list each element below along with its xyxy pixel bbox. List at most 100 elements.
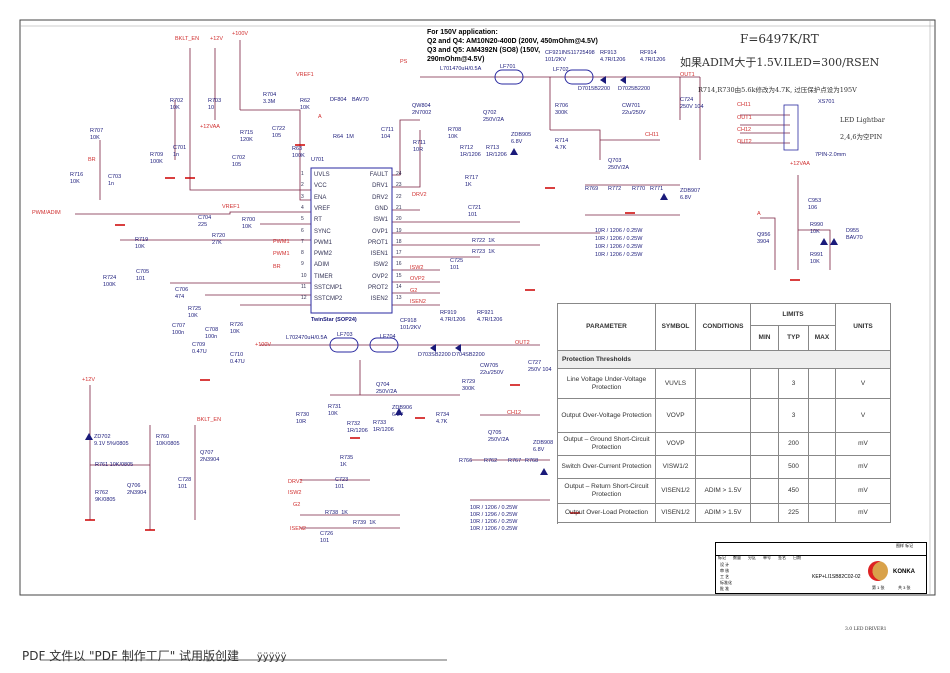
- component-label: R715 120K: [240, 130, 254, 143]
- component-label: R719 10K: [135, 237, 149, 250]
- table-cell-conditions: [696, 369, 751, 399]
- app150-line3: 290mOhm@4.5V): [427, 56, 485, 63]
- component-label: C709 0.47U: [192, 342, 207, 355]
- component-label: CW701 22u/250V: [622, 103, 646, 116]
- component-label: R64 1M: [333, 134, 354, 140]
- app150-title: For 150V application:: [427, 29, 498, 36]
- component-label: Q956 3904: [757, 232, 771, 245]
- component-label: R717 1K: [465, 175, 479, 188]
- component-label: R768: [525, 458, 539, 464]
- component-label: R712 1R/1206: [460, 145, 481, 158]
- component-label: C725 101: [450, 258, 464, 271]
- pin-number: 16: [396, 261, 402, 268]
- net-label: OUT1: [737, 115, 752, 121]
- pin-label: GND: [374, 205, 388, 212]
- component-label: R708 10K: [448, 127, 462, 140]
- pin-label: OVP1: [371, 228, 388, 235]
- sheet-total: 共 3 张: [898, 585, 911, 590]
- net-label: BKLT_EN: [175, 36, 200, 42]
- component-label: Q705 250V/2A: [488, 430, 510, 443]
- component-label: R709 100K: [150, 152, 164, 165]
- component-label: R772: [608, 186, 622, 192]
- net-label: CH11: [737, 102, 751, 108]
- component-label: R700 10K: [242, 217, 256, 230]
- component-label: C724 250V 104: [680, 97, 704, 110]
- table-cell-parameter: Output Over-Voltage Protection: [558, 399, 656, 433]
- component-label: R991 10K: [810, 252, 824, 265]
- table-cell-units: V: [836, 399, 891, 433]
- net-label: OVP2: [410, 276, 425, 282]
- net-label: OUT2: [737, 139, 752, 145]
- table-cell-min: [751, 504, 779, 523]
- net-label: +12VAA: [200, 124, 220, 130]
- pdf-footer: PDF 文件以 "PDF 制作工厂" 试用版创建 ÿÿÿÿÿ: [22, 647, 286, 664]
- title-row: 标准化: [720, 580, 732, 585]
- component-label: Q703 250V/2A: [608, 158, 630, 171]
- component-label: LF704: [380, 334, 396, 340]
- component-label: Q702 250V/2A: [483, 110, 505, 123]
- component-label: LF703: [337, 332, 353, 338]
- component-label: ZD702 9.1V 5%/0805: [94, 434, 129, 447]
- title-row: 审 核: [720, 568, 730, 573]
- frequency-note: F=6497K/RT: [740, 32, 819, 46]
- title-tag: 图样 标记: [896, 543, 914, 548]
- component-label: C705 101: [136, 269, 150, 282]
- component-label: R720 27K: [212, 233, 226, 246]
- footer-link[interactable]: ÿÿÿÿÿ: [256, 652, 287, 663]
- pin-number: 15: [396, 272, 402, 279]
- table-cell-conditions: ADIM > 1.5V: [696, 504, 751, 523]
- component-label: C711 104: [381, 127, 394, 140]
- net-label: +100V: [232, 31, 249, 37]
- component-label: R707 10K: [90, 128, 104, 141]
- header-typ: TYP: [779, 326, 809, 351]
- component-label: RF913 4.7R/1206: [600, 50, 626, 63]
- title-row: 工 艺: [720, 574, 730, 579]
- net-label: +100V: [255, 342, 272, 348]
- table-cell-max: [809, 369, 836, 399]
- component-label: R732 1R/1206: [347, 421, 368, 434]
- component-label: R733 1R/1206: [373, 420, 394, 433]
- component-label: R762: [484, 458, 498, 464]
- component-label: C722 105: [272, 126, 286, 139]
- pin-number: 21: [396, 204, 402, 211]
- pin-label: DRV1: [372, 183, 388, 190]
- component-label: ZDB905 6.8V: [511, 132, 532, 145]
- component-label: R704 3.3M: [263, 92, 277, 105]
- pin-number: 24: [396, 171, 402, 177]
- table-cell-typ: 450: [779, 479, 809, 504]
- table-cell-conditions: [696, 456, 751, 479]
- table-cell-min: [751, 369, 779, 399]
- component-label: C710 0.47U: [230, 352, 245, 365]
- component-label: R724 100K: [103, 275, 117, 288]
- table-cell-max: [809, 433, 836, 456]
- net-label: DRV2: [412, 192, 427, 198]
- component-label: R726 10K: [230, 322, 244, 335]
- net-label: A: [757, 211, 761, 217]
- title-row: 设 计: [720, 562, 730, 567]
- net-label: CH11: [645, 132, 659, 138]
- table-cell-parameter: Output Over-Load Protection: [558, 504, 656, 523]
- component-label: C721 101: [468, 205, 482, 218]
- iled-note: 如果ADIM大于1.5V.ILED=300/RSEN: [680, 56, 880, 69]
- net-label: VREF1: [296, 72, 314, 78]
- pin-label: ISW1: [373, 217, 388, 224]
- pin-label: SSTCMP1: [314, 285, 343, 291]
- net-label: PS: [400, 59, 408, 65]
- net-label: A: [318, 114, 322, 120]
- table-cell-min: [751, 433, 779, 456]
- component-label: R761 10K/0805: [95, 462, 134, 468]
- component-label: R766: [459, 458, 473, 464]
- pin-number: 6: [301, 227, 304, 234]
- title-head: 签名: [778, 555, 786, 560]
- component-label: CF921INS11725498 101/2KV: [545, 50, 595, 63]
- title-head: 单号: [763, 555, 771, 560]
- table-cell-max: [809, 479, 836, 504]
- component-label: C723 101: [335, 477, 349, 490]
- net-label: OUT2: [515, 340, 530, 346]
- table-cell-parameter: Output – Return Short-Circuit Protection: [558, 479, 656, 504]
- pin-number: 4: [301, 204, 304, 211]
- component-label: 10R / 1206 / 0.25W: [595, 244, 643, 250]
- component-label: C703 1n: [108, 174, 122, 187]
- pin-number: 2: [301, 182, 304, 189]
